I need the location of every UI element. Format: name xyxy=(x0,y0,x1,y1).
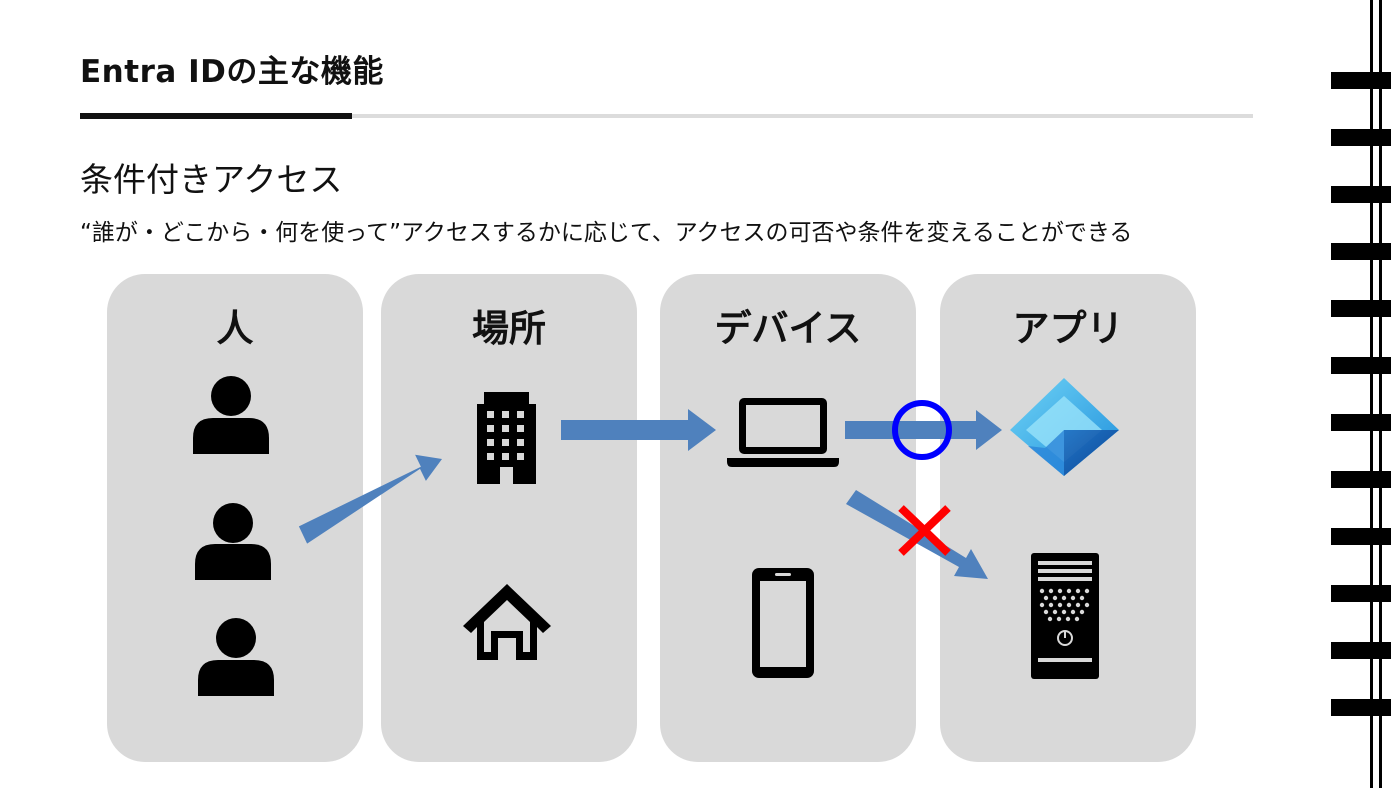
section-subtitle: 条件付きアクセス xyxy=(80,160,343,199)
panel-label-people: 人 xyxy=(216,307,254,350)
arrow-building-to-laptop xyxy=(561,409,716,451)
laptop-icon xyxy=(727,398,839,467)
deny-cross-icon xyxy=(898,505,951,556)
person-icon xyxy=(195,503,271,580)
panel-app: アプリ xyxy=(940,274,1196,762)
arrow-person-to-building xyxy=(298,454,442,544)
section-description: “誰が・どこから・何を使って”アクセスするかに応じて、アクセスの可否や条件を変え… xyxy=(80,220,1133,246)
house-icon xyxy=(463,584,551,660)
panel-label-app: アプリ xyxy=(1012,307,1124,350)
title-underline-track xyxy=(80,114,1253,118)
panel-label-location: 場所 xyxy=(472,307,546,350)
person-icon xyxy=(198,618,274,696)
panel-label-device: デバイス xyxy=(714,307,862,350)
entra-id-logo-icon xyxy=(1010,378,1119,476)
building-icon xyxy=(477,392,536,484)
title-underline-accent xyxy=(80,113,352,119)
slide-title: Entra IDの主な機能 xyxy=(80,54,384,90)
server-icon xyxy=(1031,553,1099,679)
allow-circle-icon xyxy=(892,400,952,460)
panel-location: 場所 xyxy=(381,274,637,762)
notebook-binding xyxy=(1331,0,1391,788)
smartphone-icon xyxy=(752,568,814,678)
arrow-laptop-to-entra xyxy=(845,410,1002,450)
person-icon xyxy=(193,376,269,454)
